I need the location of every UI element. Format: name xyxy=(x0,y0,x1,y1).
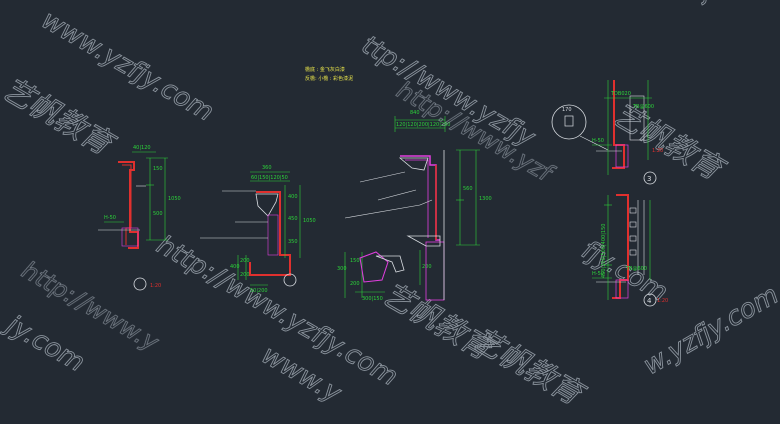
dimension-lines xyxy=(592,80,652,175)
dim-label: 200 xyxy=(350,281,360,287)
watermark-text: yzfjy xyxy=(688,0,757,7)
watermark-layer: www.yzfjy.com yzfjy ttp://www.yzfjy http… xyxy=(0,0,780,414)
bracket-shape xyxy=(359,251,389,283)
note-line-1: 檐底 : 金飞灰白漆 xyxy=(305,66,345,73)
watermark-brand: 艺帆教育 xyxy=(0,72,121,164)
callout-circle xyxy=(643,293,657,307)
wall-column xyxy=(425,241,445,301)
dim-label: 1050 xyxy=(303,218,316,224)
dimension-lines xyxy=(592,195,651,300)
watermark-text: jy.com xyxy=(0,309,90,379)
detail-4: 170 TDB020 TB@600 H-50 3 1:20 xyxy=(551,80,663,185)
dim-label: 150 xyxy=(153,166,163,172)
detail-5: 450|200|500|400|150 TB@600 H-50 4 1:20 xyxy=(592,194,668,307)
tag-symbol xyxy=(564,115,574,127)
dim-label: 120|120|200|120|280 xyxy=(396,122,450,128)
cornice-profile xyxy=(400,155,440,241)
leader-lines xyxy=(344,171,433,219)
sill-profile xyxy=(255,193,279,217)
ledge-shape xyxy=(406,235,441,247)
tag-label: 170 xyxy=(562,107,572,113)
callout-number: 4 xyxy=(647,297,652,305)
wall-hatch xyxy=(615,279,629,299)
detail-3: 840 120|120|200|120|280 560 1300 300 150… xyxy=(337,110,492,302)
dim-label: 40|120 xyxy=(133,145,151,151)
detail-1: 40|120 150 1050 500 H-50 1:20 xyxy=(98,145,181,291)
callout-number: 3 xyxy=(647,175,651,183)
dim-label: 840 xyxy=(410,110,420,116)
parapet-rect xyxy=(629,95,645,141)
dim-label: 200 xyxy=(240,272,250,278)
dim-label: 300|150 xyxy=(362,296,383,302)
dim-label: 60|150|120|50 xyxy=(251,175,288,181)
top-label: TDB020 xyxy=(610,91,631,97)
dim-label: 50|200 xyxy=(250,288,268,294)
watermark-brand: 艺帆教育 xyxy=(466,322,591,414)
dimension-lines xyxy=(104,151,168,241)
scale-label: 1:20 xyxy=(657,298,668,304)
dim-label: 560 xyxy=(463,186,473,192)
dim-label: 200 xyxy=(240,258,250,264)
dim-label: 450 xyxy=(288,216,298,222)
dim-stack: 450|200|500|400|150 xyxy=(601,224,607,278)
dim-label: 360 xyxy=(262,165,272,171)
watermark-text: fjy.com xyxy=(577,235,673,308)
dim-label: 350 xyxy=(288,239,298,245)
dim-label: 400 xyxy=(230,264,240,270)
level-label: H-50 xyxy=(592,138,604,144)
slab-hatch xyxy=(121,227,139,247)
watermark-text: ttp://www.yzfjy xyxy=(357,30,541,153)
level-label: H-50 xyxy=(592,271,604,277)
soffit-shape xyxy=(398,157,429,171)
wall-profile xyxy=(249,191,291,276)
detail-2: 360 60|150|120|50 400 1050 450 350 400 2… xyxy=(200,165,316,294)
dim-label: 150 xyxy=(350,258,360,264)
dim-label: TB@600 xyxy=(625,266,647,272)
dimension-lines xyxy=(237,171,301,286)
note-line-2: 反檐: 小檐 : 彩色漆泥 xyxy=(305,75,353,82)
dim-label: 200 xyxy=(422,264,432,270)
wall-profile xyxy=(118,161,139,249)
leader-lines xyxy=(200,190,268,239)
leader-line xyxy=(579,135,609,151)
wall-hatch xyxy=(615,144,629,168)
tag-circle xyxy=(551,104,587,140)
watermark-brand: 艺帆教育 xyxy=(606,97,731,189)
cornice-inner xyxy=(405,159,429,238)
dim-label: TB@600 xyxy=(632,104,654,110)
balusters xyxy=(629,200,645,275)
scale-label: 1:20 xyxy=(652,148,663,154)
callout-circle xyxy=(283,273,297,287)
callout-circle xyxy=(643,171,657,185)
notes: 檐底 : 金飞灰白漆 反檐: 小檐 : 彩色漆泥 xyxy=(305,66,353,82)
bracket-lower xyxy=(375,255,405,273)
scale-label: 1:20 xyxy=(150,283,161,289)
level-label: H-50 xyxy=(104,215,116,221)
dim-label: 1050 xyxy=(168,196,181,202)
callout-circle xyxy=(133,277,147,291)
dim-label: 500 xyxy=(153,211,163,217)
dim-label: 300 xyxy=(337,266,347,272)
dimension-lines xyxy=(344,116,480,298)
dim-label: 1300 xyxy=(479,196,492,202)
wall-hatch xyxy=(267,214,279,256)
dim-label: 400 xyxy=(288,194,298,200)
